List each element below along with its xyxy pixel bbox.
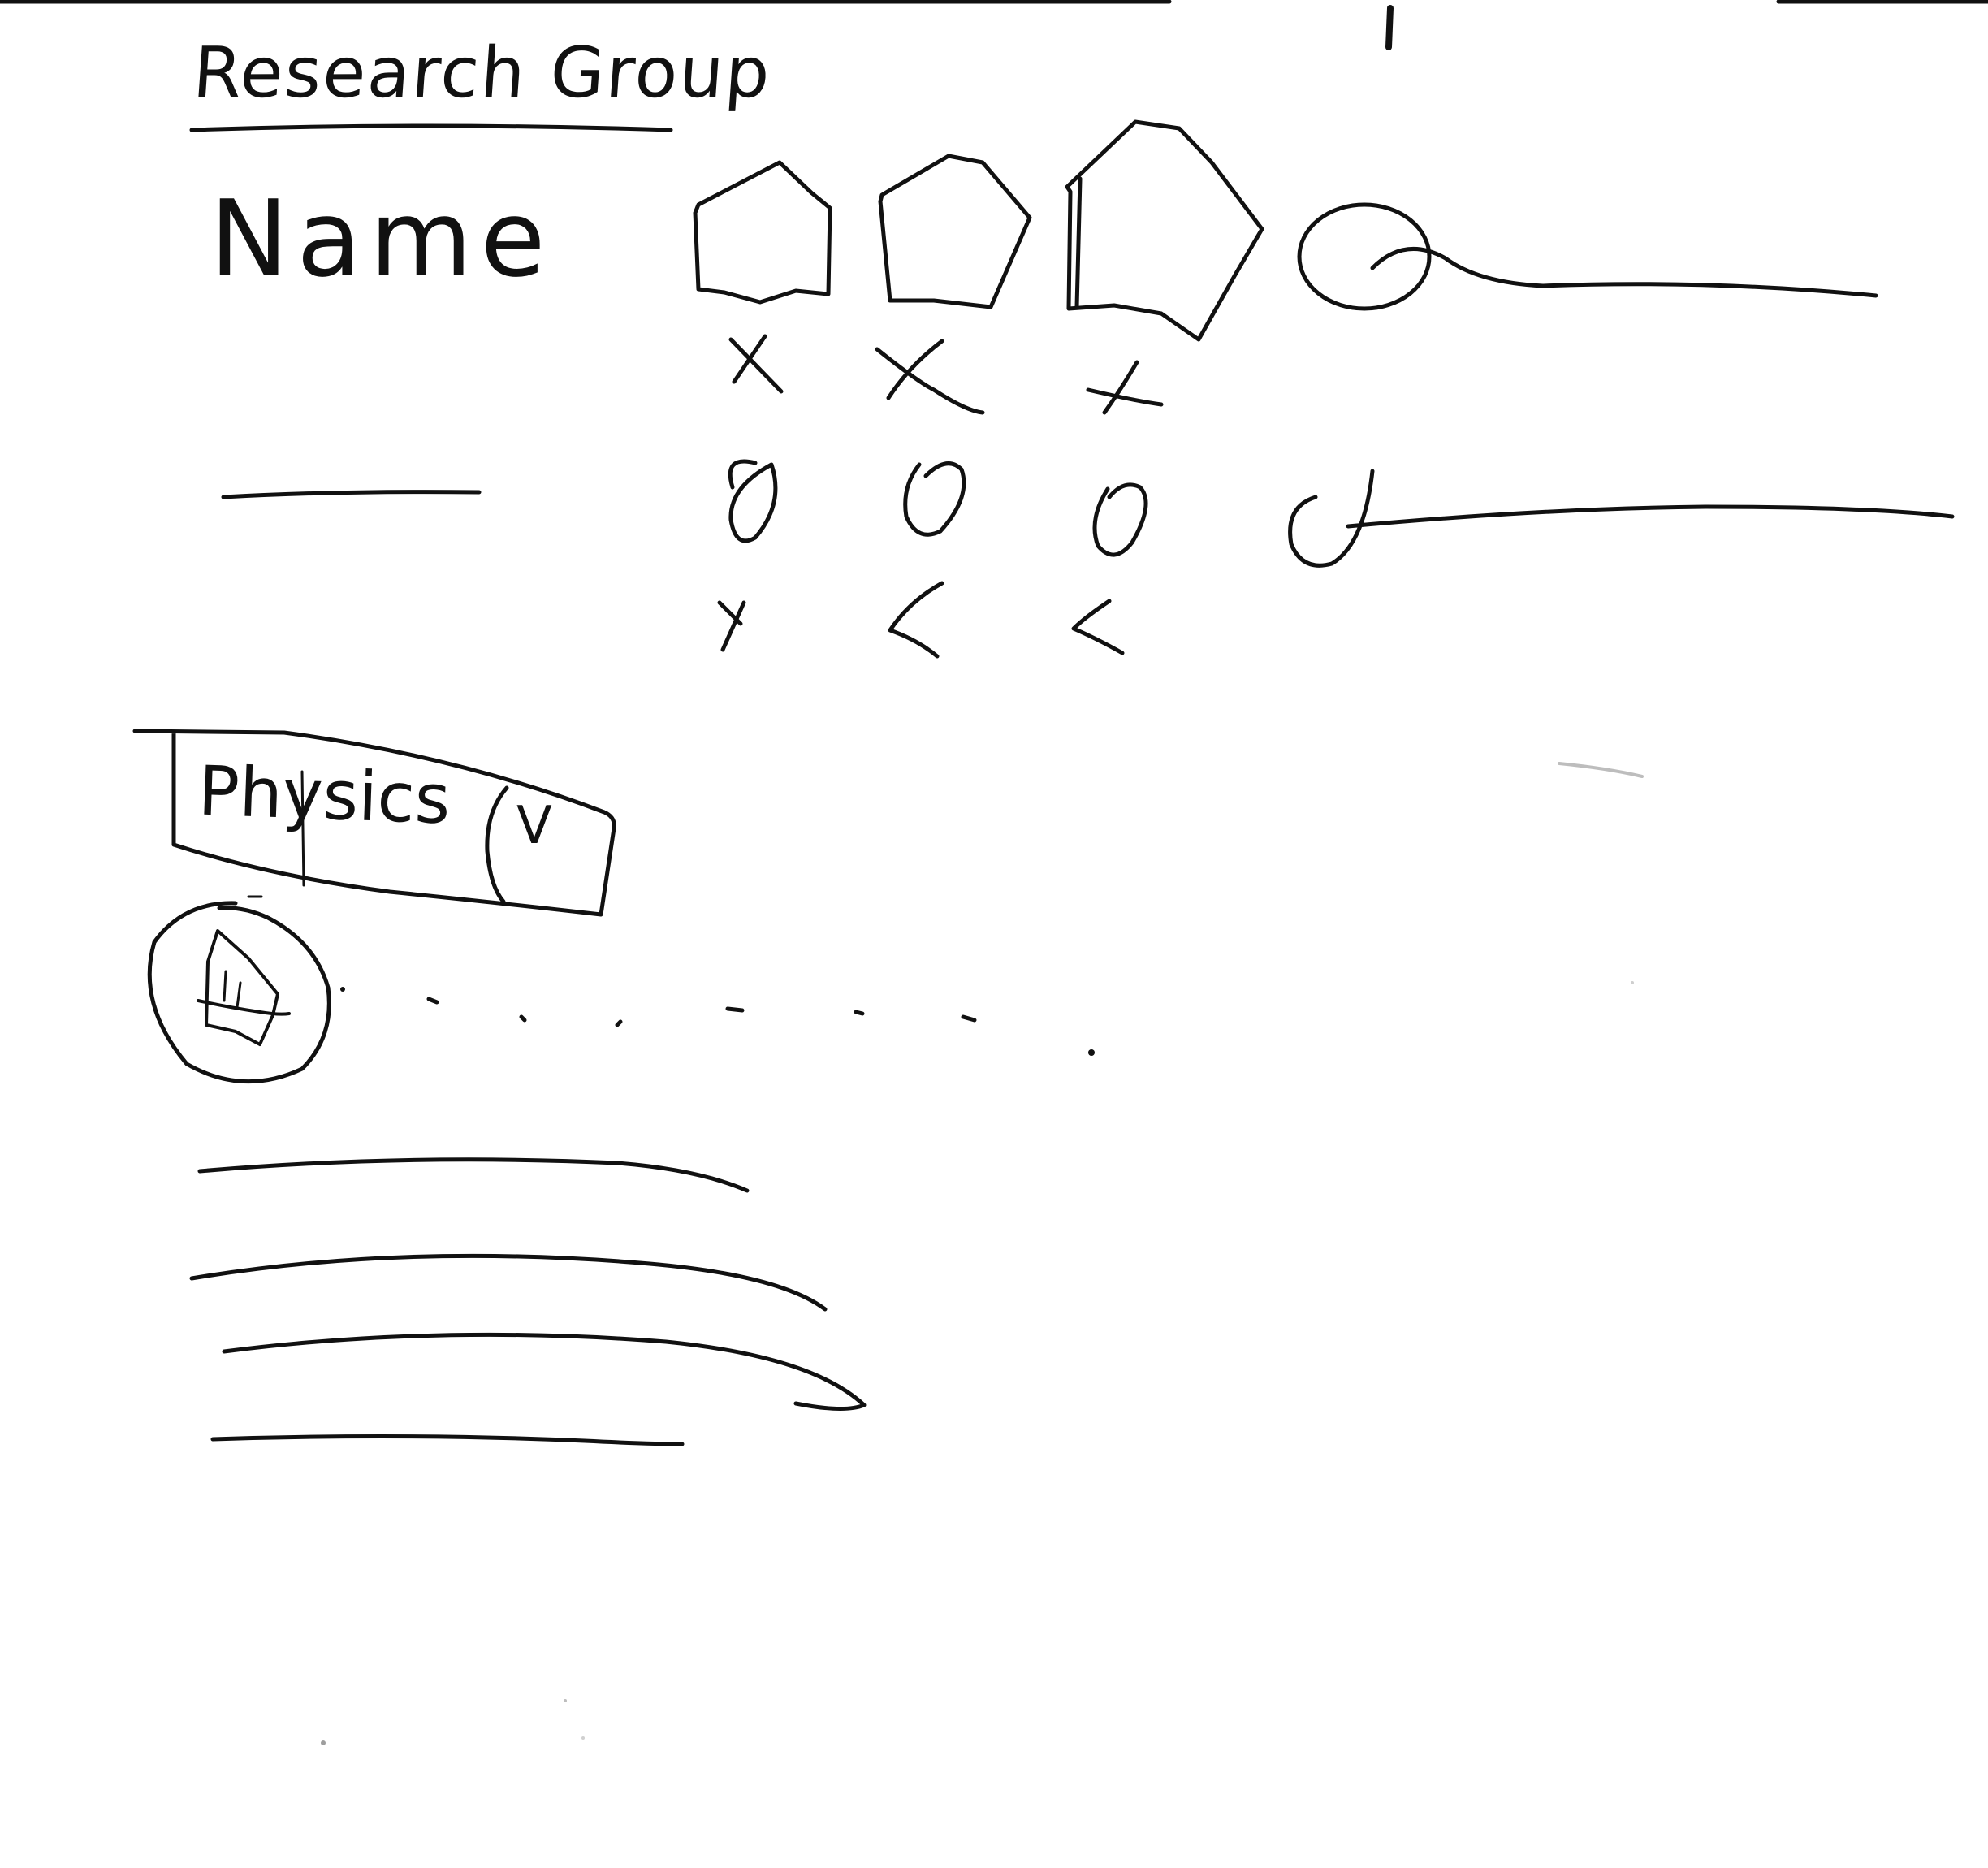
member-avatar-3-icon (1065, 119, 1264, 342)
check-mark-icon (888, 581, 944, 659)
chevron-down-icon[interactable]: V (516, 796, 552, 856)
name-label: Name (210, 177, 554, 301)
radio-button-icon (1092, 482, 1148, 557)
slider-handle-icon (1288, 469, 1375, 568)
x-mark-icon (875, 339, 985, 415)
radio-button-icon (903, 461, 966, 537)
radio-button-icon (728, 459, 778, 543)
check-mark-icon (1071, 599, 1125, 655)
member-avatar-2-icon (878, 154, 1032, 309)
slider-handle-icon (1297, 202, 1432, 311)
member-avatar-1-icon (693, 160, 832, 305)
x-mark-icon (1086, 360, 1164, 415)
x-mark-icon (728, 334, 784, 394)
check-mark-icon (717, 600, 746, 652)
